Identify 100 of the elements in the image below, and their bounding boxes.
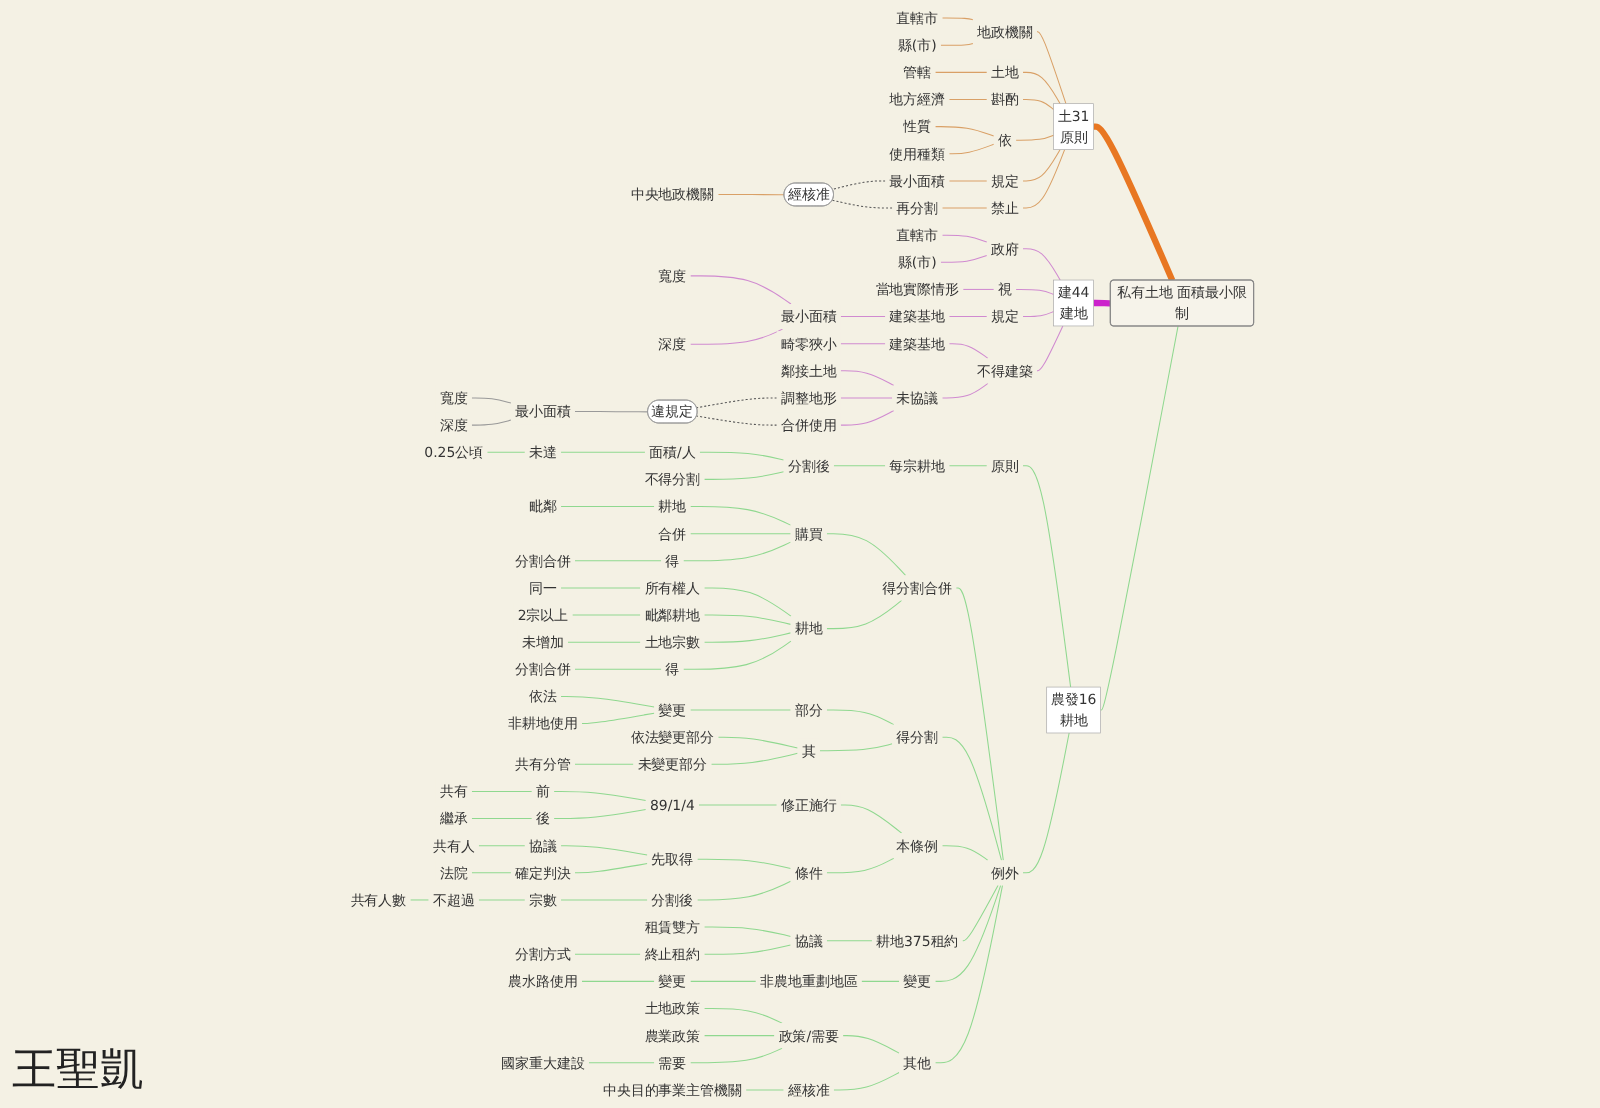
connector bbox=[1092, 299, 1113, 307]
connector bbox=[934, 126, 995, 137]
connector bbox=[948, 343, 989, 359]
connector bbox=[478, 845, 526, 847]
connector bbox=[1022, 71, 1061, 105]
connector bbox=[553, 790, 647, 801]
connector bbox=[703, 1008, 783, 1024]
connector bbox=[941, 845, 989, 861]
connector bbox=[696, 397, 778, 409]
connector bbox=[941, 736, 1003, 861]
connector bbox=[1022, 248, 1061, 281]
connector bbox=[567, 641, 641, 643]
connector bbox=[948, 180, 988, 182]
connector bbox=[571, 614, 641, 616]
connector bbox=[471, 397, 512, 404]
connector bbox=[831, 180, 886, 190]
connector bbox=[941, 234, 988, 243]
connector bbox=[1036, 325, 1064, 372]
connector bbox=[940, 254, 988, 263]
connector bbox=[717, 736, 799, 749]
connector bbox=[1022, 465, 1072, 688]
connector bbox=[588, 1062, 655, 1064]
connector bbox=[703, 926, 792, 937]
connector bbox=[560, 899, 648, 901]
signature-text: 王聖凱 bbox=[12, 1046, 144, 1096]
connector bbox=[682, 541, 792, 562]
connector bbox=[717, 193, 785, 196]
connector bbox=[689, 328, 784, 345]
connector bbox=[689, 980, 757, 982]
connector bbox=[1022, 149, 1061, 182]
connector bbox=[955, 587, 1004, 861]
connector bbox=[934, 71, 988, 73]
connector bbox=[941, 17, 974, 21]
connector bbox=[689, 1047, 783, 1064]
connector bbox=[826, 857, 895, 874]
connector bbox=[962, 884, 999, 942]
connector bbox=[1022, 311, 1055, 318]
connector bbox=[703, 471, 785, 480]
connector bbox=[948, 98, 988, 100]
connector bbox=[948, 316, 988, 318]
connector bbox=[1015, 288, 1055, 295]
connector bbox=[560, 695, 655, 708]
connector bbox=[826, 599, 903, 630]
connector bbox=[703, 944, 792, 955]
connector bbox=[826, 940, 873, 942]
connector bbox=[574, 560, 662, 562]
connector bbox=[560, 845, 648, 856]
connector bbox=[696, 880, 792, 901]
connector bbox=[689, 709, 792, 711]
connector bbox=[1036, 31, 1067, 105]
connector bbox=[574, 763, 634, 765]
connector bbox=[840, 804, 903, 834]
connector bbox=[840, 410, 895, 426]
connector bbox=[1015, 134, 1055, 141]
connector bbox=[962, 288, 995, 290]
connector bbox=[471, 872, 512, 874]
connector bbox=[1092, 123, 1176, 282]
connector bbox=[948, 143, 995, 155]
connector bbox=[1022, 149, 1066, 209]
connector bbox=[581, 980, 655, 982]
connector bbox=[826, 533, 907, 576]
connector bbox=[941, 382, 989, 399]
connector bbox=[560, 506, 655, 508]
connector bbox=[689, 533, 792, 535]
connector bbox=[689, 275, 792, 305]
connector bbox=[833, 1071, 900, 1091]
connector bbox=[861, 980, 900, 982]
connector bbox=[840, 397, 893, 399]
connector bbox=[689, 506, 792, 526]
connector bbox=[409, 899, 430, 901]
connector bbox=[948, 465, 988, 467]
connector bbox=[710, 752, 799, 765]
connector bbox=[745, 1089, 785, 1091]
connector bbox=[696, 415, 778, 426]
connector bbox=[682, 640, 792, 670]
connector bbox=[1022, 98, 1055, 111]
connector bbox=[696, 858, 792, 870]
connector bbox=[826, 709, 895, 726]
connector bbox=[471, 790, 533, 792]
connector bbox=[833, 465, 886, 467]
connector bbox=[574, 411, 649, 413]
connector bbox=[934, 884, 1002, 982]
connector bbox=[486, 451, 526, 453]
connector bbox=[699, 451, 785, 461]
connector bbox=[553, 809, 647, 820]
connector bbox=[842, 1035, 900, 1054]
connector bbox=[574, 953, 641, 955]
connector bbox=[478, 899, 526, 901]
connector bbox=[574, 863, 648, 874]
connector bbox=[840, 316, 886, 318]
connector bbox=[471, 818, 533, 820]
connector bbox=[819, 743, 893, 752]
connector bbox=[1100, 325, 1179, 711]
connector bbox=[941, 207, 988, 209]
connector bbox=[471, 419, 512, 426]
connector bbox=[560, 587, 641, 589]
connector bbox=[940, 42, 974, 46]
connector bbox=[840, 343, 886, 345]
connector bbox=[703, 614, 792, 625]
connector bbox=[840, 370, 895, 386]
